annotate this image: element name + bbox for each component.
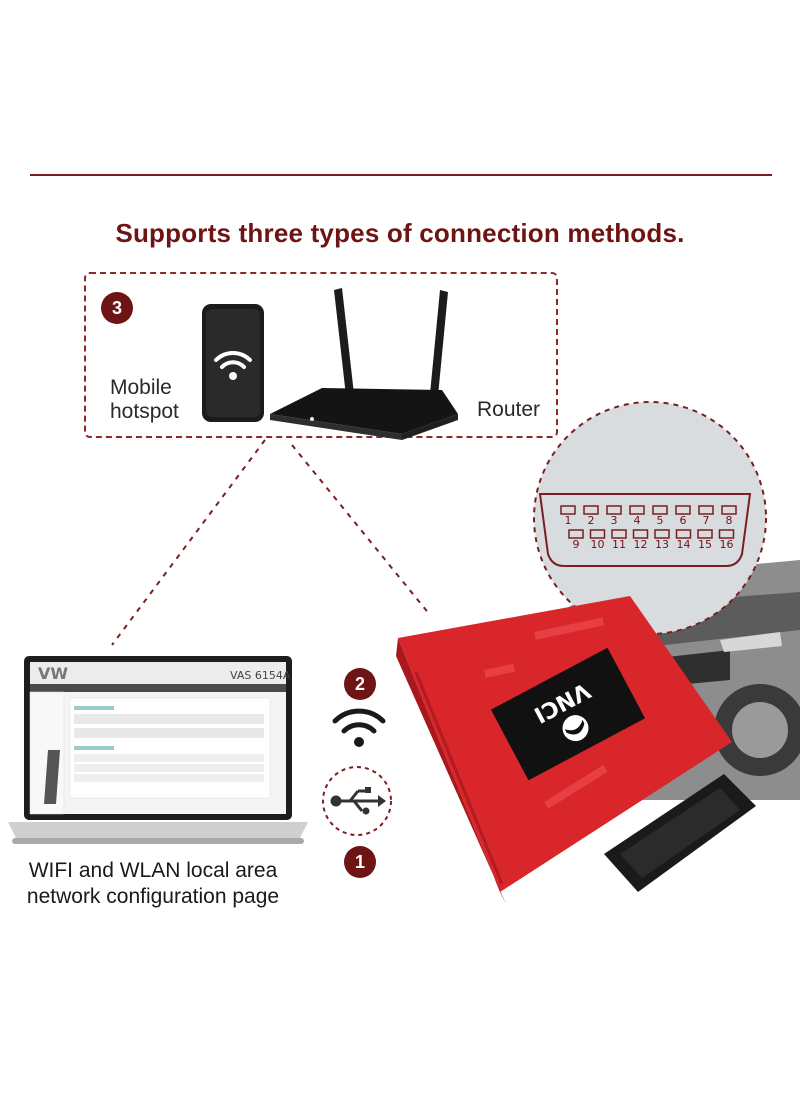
obd-top-pin-1: [560, 505, 576, 515]
obd-bottom-pin-11: [611, 529, 627, 539]
mobile-hotspot-label: Mobile hotspot: [110, 376, 179, 424]
obd-top-pin-label-3: 3: [611, 514, 618, 527]
hotspot-router-box: [84, 272, 558, 438]
router-icon: [270, 288, 458, 440]
obd-top-pin-label-5: 5: [657, 514, 664, 527]
obd-top-pin-5: [652, 505, 668, 515]
obd-top-pin-6: [675, 505, 691, 515]
obd-top-pin-label-6: 6: [680, 514, 687, 527]
obd-bottom-pin-10: [589, 529, 606, 539]
obd-bottom-pin-label-12: 12: [634, 538, 648, 551]
obd-bottom-pin-label-16: 16: [720, 538, 734, 551]
wifi-icon: [332, 708, 386, 747]
obd-bottom-pin-16: [718, 529, 735, 539]
router-label: Router: [477, 398, 541, 421]
phone-icon: [202, 304, 264, 422]
mobile-label-line2: hotspot: [110, 400, 179, 423]
laptop-icon: VW VAS 6154A: [8, 656, 308, 844]
config-page-caption: WIFI and WLAN local area network configu…: [0, 858, 306, 910]
mobile-label-line1: Mobile: [110, 376, 172, 399]
obd-top-pin-label-2: 2: [588, 514, 595, 527]
badge-2: 2: [344, 668, 376, 700]
obd-bottom-pin-14: [675, 529, 692, 539]
obd-top-pin-7: [698, 505, 714, 515]
obd-pins-bottom: 9 10 11 12 13 14 15 16: [568, 529, 735, 551]
obd-bottom-pin-label-10: 10: [591, 538, 605, 551]
obd-top-pin-label-4: 4: [634, 514, 641, 527]
obd-bottom-pin-label-11: 11: [612, 538, 626, 551]
obd-bottom-pin-9: [568, 529, 584, 539]
obd-bottom-pin-label-14: 14: [677, 538, 691, 551]
laptop-screen-title: VAS 6154A: [230, 669, 291, 682]
obd-bottom-pin-label-15: 15: [698, 538, 712, 551]
obd-top-pin-label-8: 8: [726, 514, 733, 527]
obd-bottom-pin-15: [697, 529, 713, 539]
badge-1: 1: [344, 846, 376, 878]
caption-line1: WIFI and WLAN local area: [28, 859, 278, 882]
obd-top-pin-label-1: 1: [565, 514, 572, 527]
obd-top-pin-8: [721, 505, 737, 515]
obd-bottom-pin-12: [632, 529, 649, 539]
wifi-icon: [214, 350, 252, 369]
obd-top-pin-2: [583, 505, 599, 515]
vnci-device: VNCI: [396, 596, 756, 904]
top-divider: [30, 174, 772, 176]
obd-top-pin-3: [606, 505, 622, 515]
obd-top-pin-label-7: 7: [703, 514, 710, 527]
caption-line2: network configuration page: [26, 885, 280, 908]
obd-pins-top: 1 2 3 4 5 6 7 8: [560, 505, 737, 527]
badge-3: 3: [101, 292, 133, 324]
usb-icon: [322, 766, 392, 836]
obd-bottom-pin-13: [654, 529, 670, 539]
obd-top-pin-4: [629, 505, 645, 515]
obd-bottom-pin-label-13: 13: [655, 538, 669, 551]
headline: Supports three types of connection metho…: [115, 218, 685, 248]
laptop-logo: VW: [38, 664, 68, 683]
obd-bottom-pin-label-9: 9: [573, 538, 580, 551]
